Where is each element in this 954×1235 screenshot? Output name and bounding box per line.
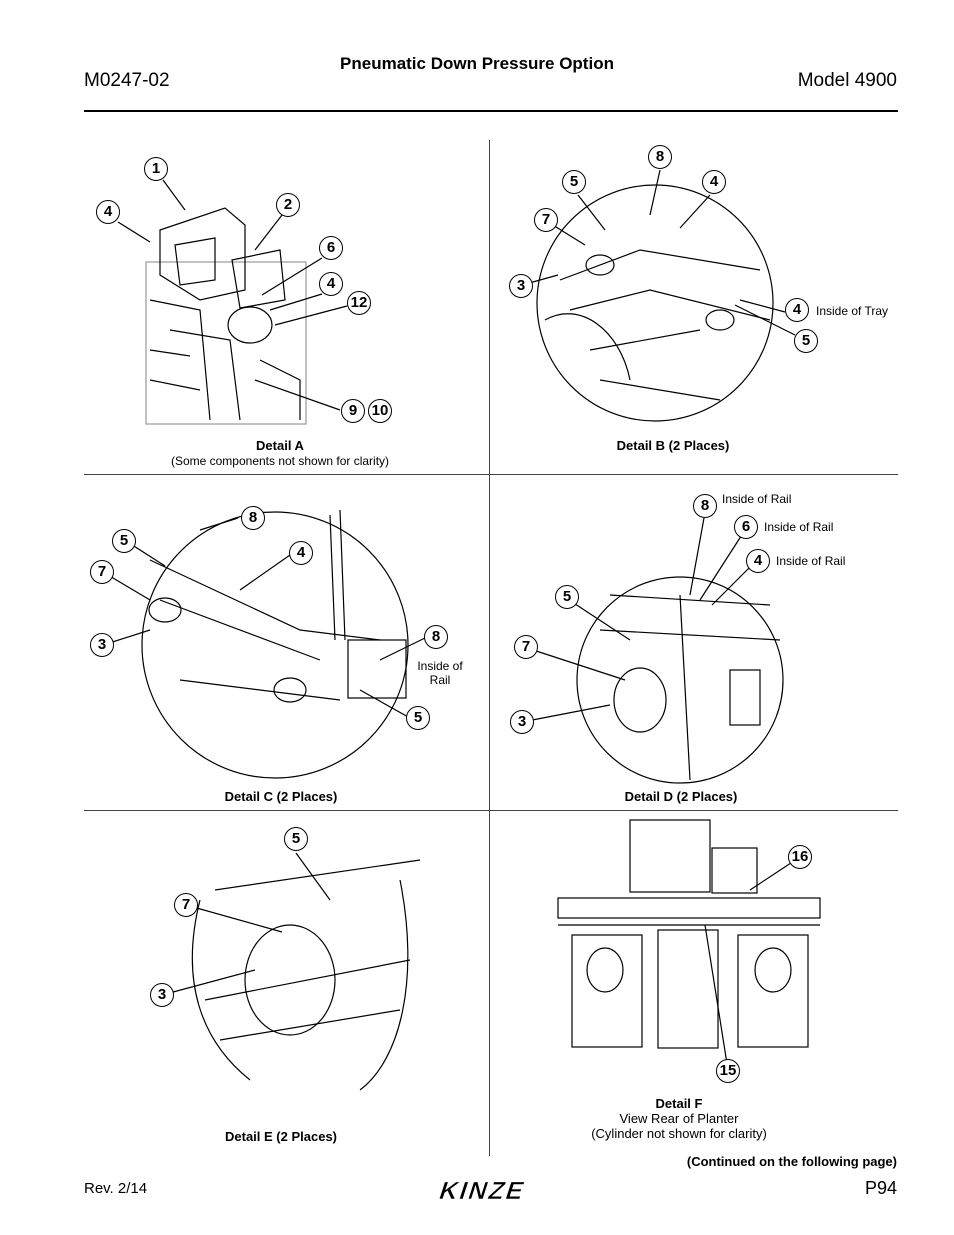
- callout-a-9: 9: [341, 399, 365, 423]
- callout-a-1: 1: [144, 157, 168, 181]
- detail-a-drawing: [117, 179, 348, 425]
- detail-e-caption: Detail E (2 Places): [181, 1129, 381, 1144]
- note-c-line1: Inside of: [417, 659, 463, 673]
- callout-e-3: 3: [150, 983, 174, 1007]
- callout-c-8: 8: [241, 506, 265, 530]
- page-number: P94: [864, 1178, 897, 1198]
- detail-e-drawing: [161, 852, 421, 1091]
- detail-f-caption: Detail F View Rear of Planter (Cylinder …: [559, 1096, 799, 1141]
- kinze-logo-text: KINZE: [436, 1178, 530, 1204]
- callout-b-5: 5: [562, 170, 586, 194]
- detail-c-caption: Detail C (2 Places): [181, 789, 381, 804]
- callout-e-5: 5: [284, 827, 308, 851]
- callout-e-7: 7: [174, 893, 198, 917]
- callout-b-3: 3: [509, 274, 533, 298]
- grid-vertical-divider: [489, 140, 490, 1156]
- callout-a-4b: 4: [319, 272, 343, 296]
- callout-a-6: 6: [319, 236, 343, 260]
- note-c-inside-of-rail: Inside of Rail: [410, 659, 470, 687]
- note-d-6-inside-of-rail: Inside of Rail: [764, 520, 834, 534]
- detail-a-caption: Detail A (Some components not shown for …: [120, 438, 440, 469]
- callout-a-2: 2: [276, 193, 300, 217]
- header-rule: [84, 110, 898, 112]
- callout-b-5b: 5: [794, 329, 818, 353]
- model-label: Model 4900: [797, 70, 897, 91]
- detail-f-title: Detail F: [655, 1096, 703, 1111]
- detail-b-caption: Detail B (2 Places): [573, 438, 773, 453]
- detail-e-title: Detail E (2 Places): [225, 1129, 337, 1144]
- detail-b-drawing: [521, 169, 796, 422]
- callout-c-7: 7: [90, 560, 114, 584]
- callout-c-8b: 8: [424, 625, 448, 649]
- callout-f-15: 15: [716, 1059, 740, 1083]
- page-title: Pneumatic Down Pressure Option: [340, 54, 614, 73]
- detail-d-title: Detail D (2 Places): [624, 789, 738, 804]
- continued-note: (Continued on the following page): [686, 1154, 897, 1169]
- note-c-line2: Rail: [429, 673, 451, 687]
- callout-d-8: 8: [693, 494, 717, 518]
- callout-b-4b: 4: [785, 298, 809, 322]
- note-d-4-inside-of-rail: Inside of Rail: [776, 554, 846, 568]
- detail-c-title: Detail C (2 Places): [224, 789, 338, 804]
- kinze-logo: KINZE: [435, 1177, 530, 1204]
- callout-c-4: 4: [289, 541, 313, 565]
- callout-b-8: 8: [648, 145, 672, 169]
- detail-b-title: Detail B (2 Places): [616, 438, 730, 453]
- callout-a-4: 4: [96, 200, 120, 224]
- grid-divider-row1: [84, 474, 898, 475]
- revision-label: Rev. 2/14: [84, 1180, 148, 1197]
- callout-b-4: 4: [702, 170, 726, 194]
- detail-d-drawing: [521, 517, 784, 784]
- callout-f-16: 16: [788, 845, 812, 869]
- detail-c-drawing: [102, 509, 426, 779]
- note-d-8-inside-of-rail: Inside of Rail: [722, 492, 792, 506]
- callout-d-7: 7: [514, 635, 538, 659]
- callout-a-12: 12: [347, 291, 371, 315]
- detail-f-line2: (Cylinder not shown for clarity): [591, 1126, 767, 1141]
- grid-divider-row2: [84, 810, 898, 811]
- callout-c-3: 3: [90, 633, 114, 657]
- callout-d-5: 5: [555, 585, 579, 609]
- detail-a-subtitle: (Some components not shown for clarity): [170, 454, 390, 468]
- callout-d-3: 3: [510, 710, 534, 734]
- callout-a-10: 10: [368, 399, 392, 423]
- detail-f-drawing: [557, 819, 821, 1071]
- document-number: M0247-02: [84, 70, 170, 91]
- callout-c-5b: 5: [406, 706, 430, 730]
- detail-a-title: Detail A: [256, 438, 304, 453]
- callout-d-4: 4: [746, 549, 770, 573]
- detail-d-caption: Detail D (2 Places): [581, 789, 781, 804]
- callout-c-5: 5: [112, 529, 136, 553]
- detail-f-line1: View Rear of Planter: [619, 1111, 739, 1126]
- callout-d-6: 6: [734, 515, 758, 539]
- callout-b-7: 7: [534, 208, 558, 232]
- note-b-inside-of-tray: Inside of Tray: [816, 304, 889, 318]
